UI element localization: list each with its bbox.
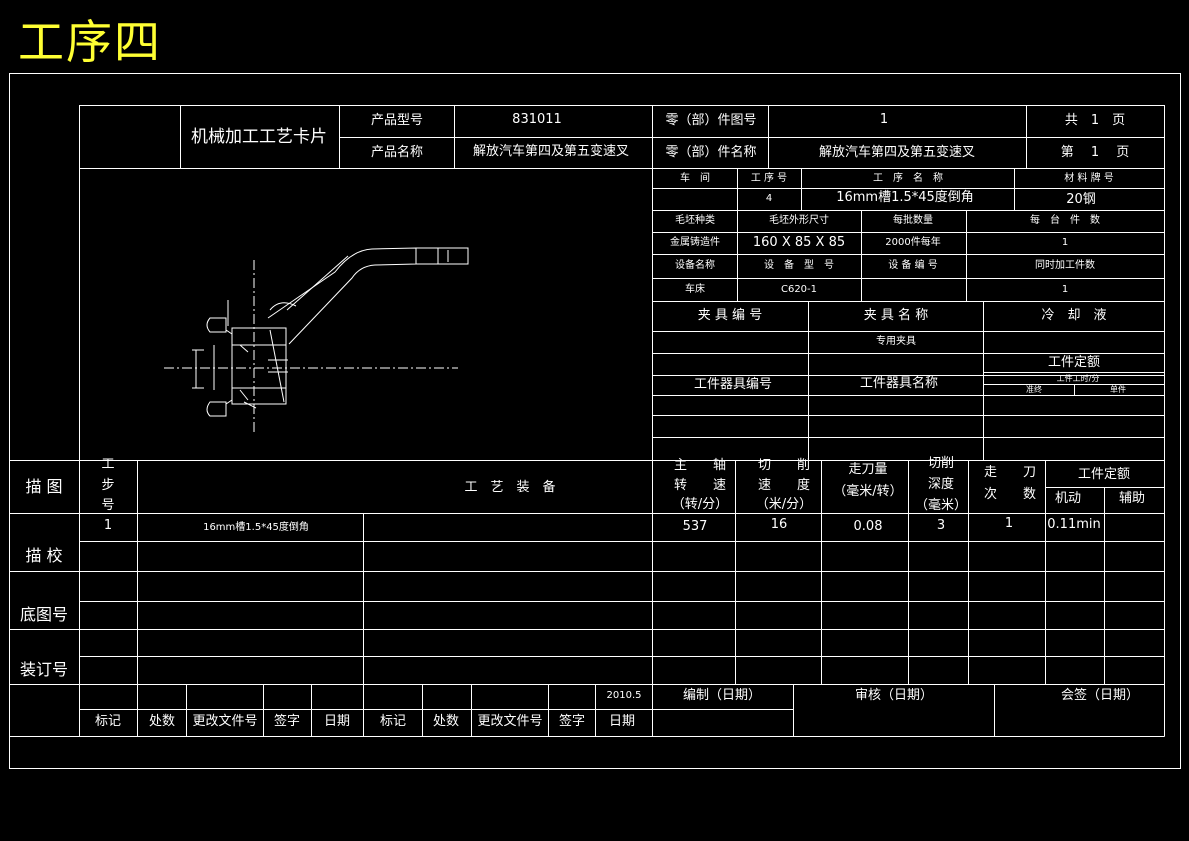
time-quota-label: 工件定额 bbox=[1047, 355, 1101, 370]
fixture-no-label: 夹 具 编 号 bbox=[697, 308, 763, 323]
fixture-name-label: 夹 具 名 称 bbox=[863, 308, 929, 323]
product-model-label: 产品型号 bbox=[370, 113, 424, 128]
step-row-machine-time: 0.11min bbox=[1047, 517, 1101, 532]
total-pages: 共 1 页 bbox=[1064, 113, 1126, 128]
step-row-no: 1 bbox=[103, 518, 113, 533]
per-unit-label: 每 台 件 数 bbox=[1030, 215, 1100, 226]
part-sketch bbox=[164, 247, 469, 432]
footer-places-2: 处数 bbox=[432, 714, 460, 729]
card-title: 机械加工工艺卡片 bbox=[191, 127, 327, 147]
binding-no-label: 装订号 bbox=[19, 660, 69, 679]
footer-mark-1: 标记 bbox=[94, 714, 122, 729]
aux-time-header: 辅助 bbox=[1118, 491, 1146, 506]
equipment-model: C620-1 bbox=[780, 284, 818, 295]
base-no-label: 底图号 bbox=[19, 605, 69, 624]
coolant-label: 冷 却 液 bbox=[1041, 308, 1107, 323]
equipment-model-label: 设 备 型 号 bbox=[764, 260, 834, 271]
prep-label: 准终 bbox=[1026, 385, 1042, 394]
equipment-no-label: 设 备 编 号 bbox=[888, 260, 938, 271]
cut-speed-header-2: 速 度 bbox=[757, 478, 811, 493]
compiled-label: 编制（日期） bbox=[682, 688, 762, 703]
process-name-label: 工 序 名 称 bbox=[873, 173, 943, 184]
draw-label: 描 图 bbox=[25, 477, 63, 496]
time-quota-header: 工件定额 bbox=[1077, 467, 1131, 482]
step-row-speed: 16 bbox=[770, 517, 788, 532]
concurrent: 1 bbox=[1061, 284, 1069, 295]
passes-header-2: 次 数 bbox=[983, 487, 1037, 502]
page-number: 第 1 页 bbox=[1060, 145, 1130, 160]
step-no-header-3: 号 bbox=[101, 498, 115, 513]
single-label: 单件 bbox=[1110, 385, 1126, 394]
footer-date: 2010.5 bbox=[606, 690, 642, 701]
blank-size-label: 毛坯外形尺寸 bbox=[769, 215, 829, 226]
reviewed-label: 审核（日期） bbox=[854, 688, 934, 703]
footer-change-doc-2: 更改文件号 bbox=[477, 714, 543, 729]
cut-speed-header-1: 切 削 bbox=[757, 458, 811, 473]
machine-time-header: 机动 bbox=[1054, 491, 1082, 506]
page-title: 工序四 bbox=[18, 15, 162, 69]
process-name: 16mm槽1.5*45度倒角 bbox=[836, 190, 974, 205]
process-no: 4 bbox=[765, 193, 773, 204]
step-no-header-2: 步 bbox=[101, 478, 115, 493]
batch-label: 每批数量 bbox=[893, 215, 933, 226]
spindle-header-3: （转/分） bbox=[671, 497, 729, 512]
blank-type: 金属铸造件 bbox=[670, 237, 720, 248]
product-name-label: 产品名称 bbox=[370, 145, 424, 160]
depth-header-2: 深度 bbox=[927, 477, 955, 492]
spindle-header-1: 主 轴 bbox=[673, 458, 727, 473]
product-model-value: 831011 bbox=[512, 112, 562, 127]
equipment-name: 车床 bbox=[685, 284, 705, 295]
depth-header-1: 切削 bbox=[927, 456, 955, 471]
batch: 2000件每年 bbox=[885, 237, 941, 248]
footer-date-label-1: 日期 bbox=[323, 714, 351, 729]
equipment-name-label: 设备名称 bbox=[675, 260, 715, 271]
tool-no-label: 工件器具编号 bbox=[693, 377, 773, 392]
footer-signature-1: 签字 bbox=[273, 714, 301, 729]
time-sub-label: 工件工时/分 bbox=[1056, 374, 1100, 383]
step-row-spindle: 537 bbox=[682, 519, 708, 534]
part-number-value: 1 bbox=[879, 112, 889, 127]
step-row-passes: 1 bbox=[1004, 516, 1014, 531]
depth-header-3: （毫米） bbox=[914, 498, 968, 513]
cut-speed-header-3: （米/分） bbox=[755, 497, 813, 512]
step-row-feed: 0.08 bbox=[853, 519, 883, 534]
material-label: 材 料 牌 号 bbox=[1064, 173, 1114, 184]
passes-header-1: 走 刀 bbox=[983, 465, 1037, 480]
step-no-header-1: 工 bbox=[101, 457, 115, 472]
countersign-label: 会签（日期） bbox=[1060, 688, 1140, 703]
step-row-content: 16mm槽1.5*45度倒角 bbox=[203, 522, 309, 533]
tool-name-label: 工件器具名称 bbox=[859, 376, 939, 391]
footer-date-label-2: 日期 bbox=[608, 714, 636, 729]
part-name-value: 解放汽车第四及第五变速叉 bbox=[818, 145, 976, 160]
blank-type-label: 毛坯种类 bbox=[675, 215, 715, 226]
feed-header-1: 走刀量 bbox=[848, 462, 888, 477]
equipment-header: 工 艺 装 备 bbox=[464, 480, 556, 495]
footer-places-1: 处数 bbox=[148, 714, 176, 729]
step-row-depth: 3 bbox=[936, 518, 946, 533]
spindle-header-2: 转 速 bbox=[673, 478, 727, 493]
concurrent-label: 同时加工件数 bbox=[1035, 260, 1095, 271]
footer-signature-2: 签字 bbox=[558, 714, 586, 729]
per-unit: 1 bbox=[1061, 237, 1069, 248]
feed-header-2: （毫米/转） bbox=[833, 484, 903, 499]
workshop-label: 车 间 bbox=[680, 173, 710, 184]
process-no-label: 工 序 号 bbox=[750, 173, 788, 184]
check-label: 描 校 bbox=[25, 546, 63, 565]
material: 20钢 bbox=[1066, 192, 1096, 207]
footer-mark-2: 标记 bbox=[379, 714, 407, 729]
product-name-value: 解放汽车第四及第五变速叉 bbox=[472, 144, 630, 159]
footer-change-doc-1: 更改文件号 bbox=[192, 714, 258, 729]
part-name-label: 零（部）件名称 bbox=[665, 145, 757, 160]
fixture-name: 专用夹具 bbox=[876, 336, 916, 347]
blank-size: 160 X 85 X 85 bbox=[752, 235, 846, 250]
part-number-label: 零（部）件图号 bbox=[665, 113, 757, 128]
drawing-frame bbox=[9, 73, 1181, 769]
